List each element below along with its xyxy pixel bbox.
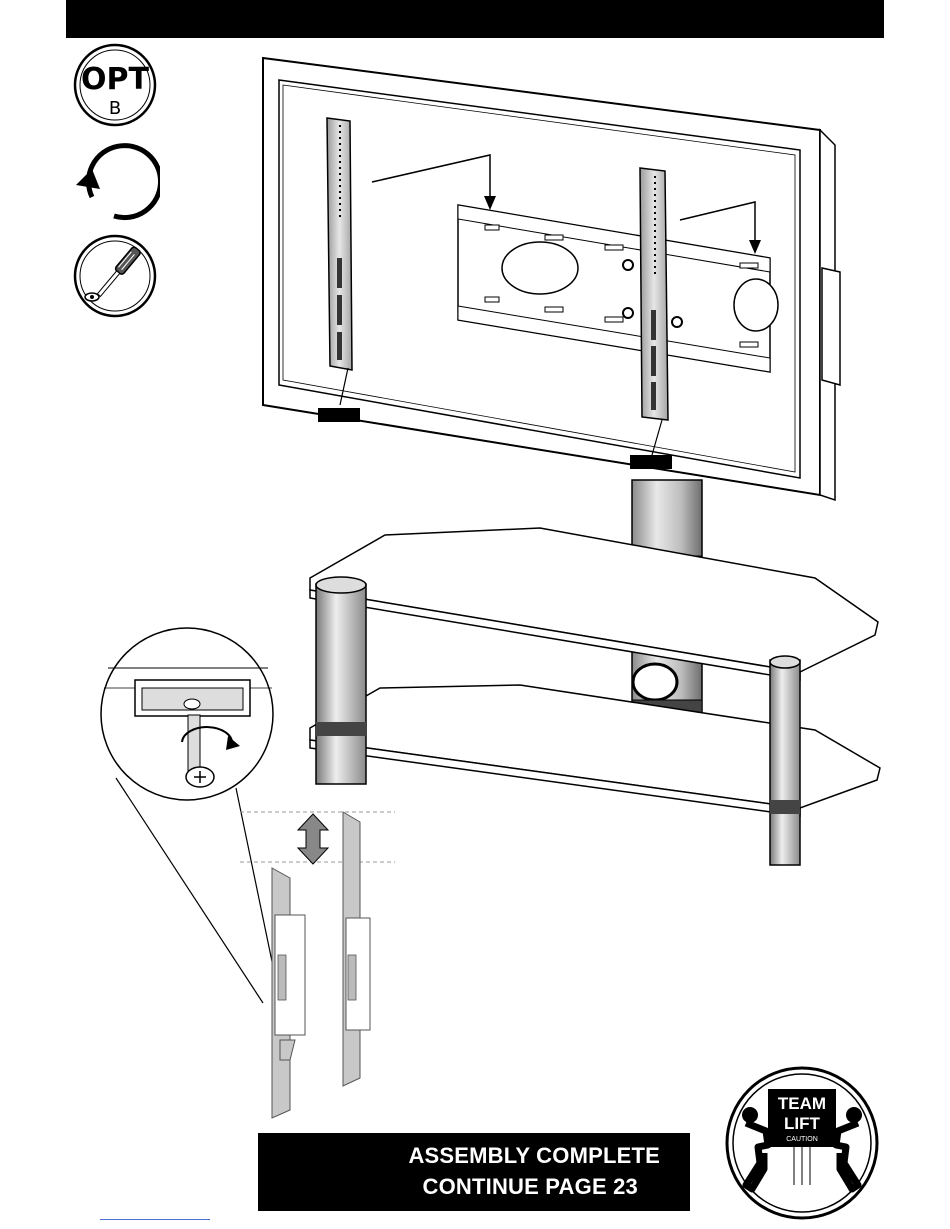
assembly-complete-text: ASSEMBLY COMPLETE: [408, 1143, 660, 1169]
footer-banner: ASSEMBLY COMPLETE CONTINUE PAGE 23: [258, 1133, 690, 1211]
continue-page-text: CONTINUE PAGE 23: [423, 1174, 639, 1200]
bottom-underline: [100, 1219, 210, 1220]
bracket-slide-detail: [240, 812, 395, 1118]
team-lift-line1: TEAM: [778, 1094, 826, 1113]
team-lift-line2: LIFT: [784, 1114, 820, 1133]
callout-label-left: [318, 408, 360, 422]
callout-label-right: [630, 455, 672, 469]
team-lift-caution-icon: TEAM LIFT CAUTION: [724, 1065, 880, 1221]
left-bracket: [327, 118, 352, 370]
right-bracket: [640, 168, 668, 420]
zoom-detail: [101, 628, 280, 1003]
team-lift-line3: CAUTION: [786, 1136, 818, 1143]
